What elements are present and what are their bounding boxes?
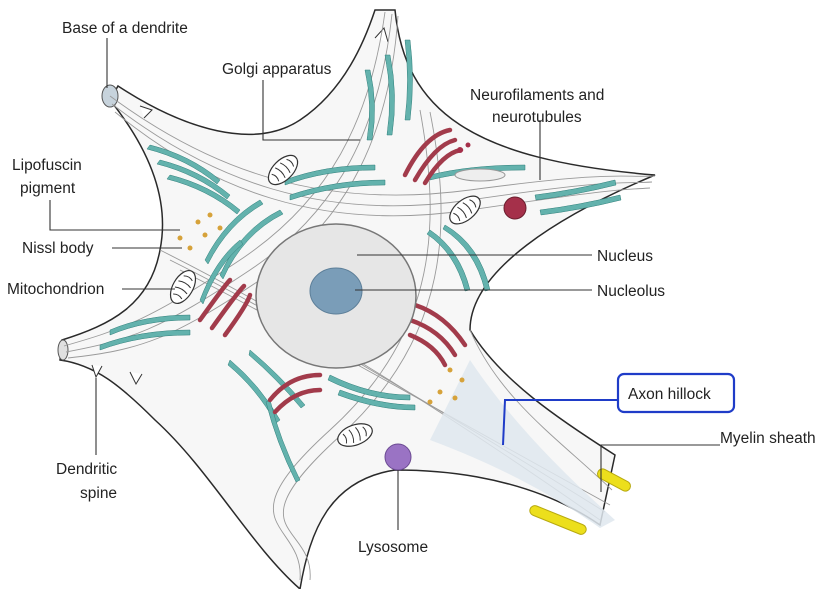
label-neurofilaments-1: Neurofilaments and [470, 87, 604, 104]
label-lipofuscin-2: pigment [20, 180, 76, 197]
label-nucleolus: Nucleolus [597, 283, 665, 300]
label-dendritic-spine-2: spine [80, 485, 117, 502]
lysosome [385, 444, 411, 470]
label-myelin-sheath: Myelin sheath [720, 430, 816, 447]
label-nucleus: Nucleus [597, 248, 653, 265]
label-nissl-body: Nissl body [22, 240, 94, 257]
label-lipofuscin-1: Lipofuscin [12, 157, 82, 174]
label-golgi-apparatus: Golgi apparatus [222, 61, 332, 78]
label-dendritic-spine-1: Dendritic [56, 461, 117, 478]
label-lysosome: Lysosome [358, 539, 428, 556]
nucleolus [310, 268, 362, 314]
secretory-vesicle [504, 197, 526, 219]
dendrite-base-knob-left [58, 340, 68, 360]
label-neurofilaments-2: neurotubules [492, 109, 582, 126]
label-base-of-dendrite: Base of a dendrite [62, 20, 188, 37]
smooth-er-vesicle [455, 169, 505, 181]
label-axon-hillock[interactable]: Axon hillock [628, 386, 711, 403]
label-mitochondrion: Mitochondrion [7, 281, 104, 298]
